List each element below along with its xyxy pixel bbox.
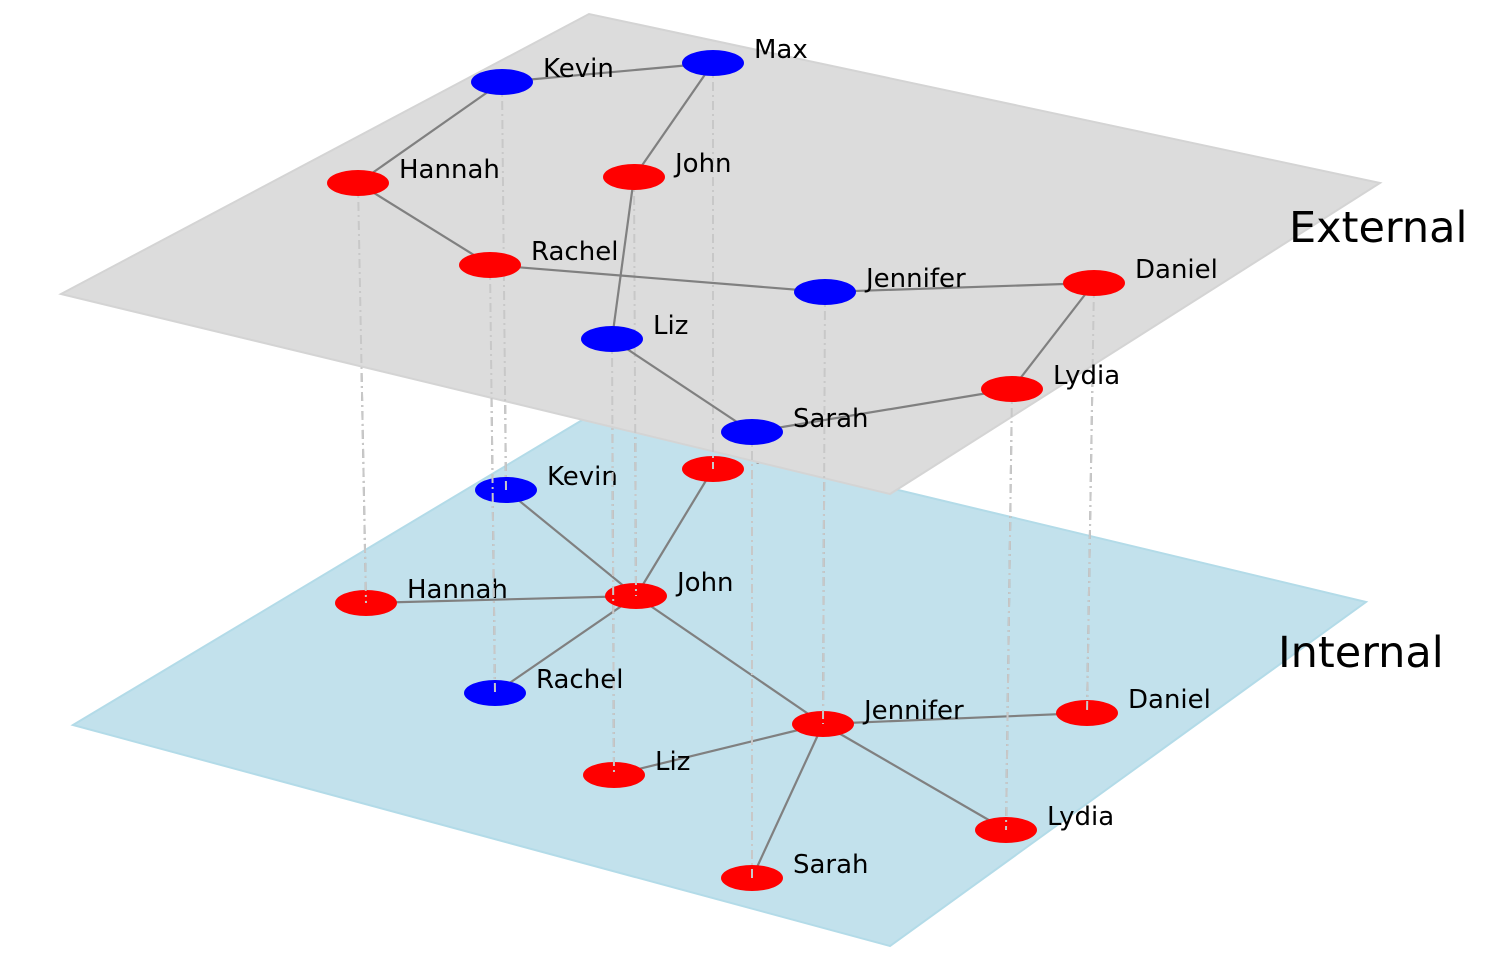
external-node-lydia xyxy=(981,376,1043,402)
internal-edge-max-john xyxy=(635,468,714,597)
external-label-sarah: Sarah xyxy=(793,404,869,434)
interlayer-link-rachel-upper xyxy=(489,264,496,694)
internal-label-jennifer: Jennifer xyxy=(862,696,964,726)
external-node-kevin xyxy=(471,69,533,95)
internal-edge-jennifer-lydia xyxy=(822,723,1007,831)
internal-label-rachel: Rachel xyxy=(536,665,623,695)
internal-layer-label: Internal xyxy=(1278,628,1444,678)
external-layer-label: External xyxy=(1289,203,1467,253)
external-label-hannah: Hannah xyxy=(399,155,500,185)
internal-label-sarah: Sarah xyxy=(793,850,869,880)
interlayer-link-daniel-upper xyxy=(1086,282,1095,714)
external-edge-liz-sarah xyxy=(611,338,753,433)
internal-edges xyxy=(365,468,1088,879)
external-node-daniel xyxy=(1063,270,1125,296)
internal-edge-liz-jennifer xyxy=(613,722,824,777)
external-layer-plane xyxy=(58,12,1383,496)
internal-edge-jennifer-sarah xyxy=(751,723,824,879)
interlayer-link-john-upper xyxy=(633,176,637,597)
interlayer-link-lydia-upper xyxy=(1005,388,1013,831)
external-label-max: Max xyxy=(754,35,808,65)
external-edge-john-liz xyxy=(610,176,636,340)
internal-node-rachel xyxy=(464,680,526,706)
external-node-max xyxy=(682,50,744,76)
internal-label-daniel: Daniel xyxy=(1128,685,1211,715)
interlayer-link-liz-upper xyxy=(611,338,615,776)
internal-label-kevin: Kevin xyxy=(547,462,618,492)
interlayer-links-upper xyxy=(357,63,1095,878)
internal-node-kevin xyxy=(475,477,537,503)
interlayer-link-kevin-upper xyxy=(501,81,507,491)
external-edge-kevin-hannah xyxy=(357,81,503,184)
internal-edge-hannah-john xyxy=(365,594,637,605)
external-edge-hannah-rachel xyxy=(357,182,491,266)
external-edge-sarah-lydia xyxy=(751,387,1013,434)
internal-layer-plane xyxy=(70,414,1369,948)
external-edge-max-john xyxy=(633,62,714,178)
external-label-jennifer: Jennifer xyxy=(864,264,966,294)
external-node-john xyxy=(603,164,665,190)
external-node-hannah xyxy=(327,170,389,196)
external-node-liz xyxy=(581,326,643,352)
external-edge-kevin-max xyxy=(501,61,714,84)
internal-label-lydia: Lydia xyxy=(1047,802,1114,832)
internal-edge-john-jennifer xyxy=(635,595,824,725)
internal-node-liz xyxy=(583,762,645,788)
interlayer-link-jennifer-upper xyxy=(822,291,826,725)
external-edges xyxy=(357,61,1095,434)
external-node-rachel xyxy=(459,252,521,278)
external-label-liz: Liz xyxy=(653,311,688,341)
external-edge-daniel-lydia xyxy=(1011,282,1095,390)
external-node-jennifer xyxy=(794,279,856,305)
external-label-john: John xyxy=(673,149,732,179)
internal-edge-kevin-john xyxy=(505,489,637,597)
external-label-lydia: Lydia xyxy=(1053,361,1120,391)
internal-label-john: John xyxy=(675,568,734,598)
external-edge-rachel-jennifer xyxy=(489,263,826,294)
external-label-kevin: Kevin xyxy=(543,54,614,84)
external-label-daniel: Daniel xyxy=(1135,255,1218,285)
internal-label-hannah: Hannah xyxy=(407,575,508,605)
external-edge-jennifer-daniel xyxy=(824,281,1095,294)
external-label-rachel: Rachel xyxy=(531,237,618,267)
internal-label-liz: Liz xyxy=(655,747,690,777)
interlayer-link-hannah-upper xyxy=(357,182,367,604)
internal-node-daniel xyxy=(1056,700,1118,726)
internal-edge-jennifer-daniel xyxy=(822,711,1088,726)
external-node-sarah xyxy=(721,419,783,445)
